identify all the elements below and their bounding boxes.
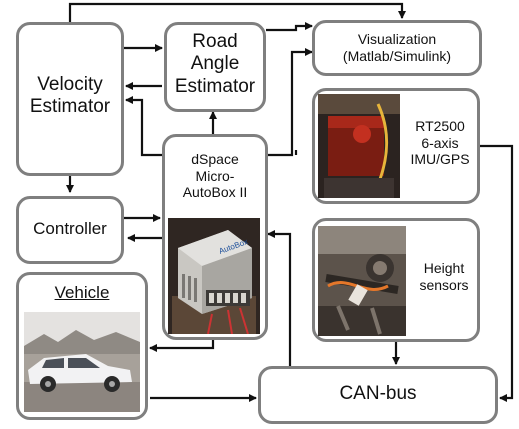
visualization-label: Visualization (Matlab/Simulink) — [342, 31, 452, 64]
arrow-velocity-to-visualization — [68, 2, 406, 22]
arrow-dspace-to-vehicle — [149, 340, 215, 352]
road-angle-estimator-label: Road Angle Estimator — [174, 31, 256, 97]
height-sensors-label: Height sensors — [419, 260, 469, 293]
rt2500-label: RT2500 6-axis IMU/GPS — [410, 118, 470, 168]
controller-label: Controller — [33, 219, 107, 238]
vehicle-photo — [24, 312, 140, 412]
arrow-dspace-to-velocity — [125, 96, 162, 157]
dspace-hardware-photo: AutoBox — [168, 218, 260, 334]
rt2500-photo — [318, 94, 400, 198]
road-angle-estimator-block — [164, 22, 266, 112]
can-bus-block — [258, 366, 498, 424]
arrow-rt2500-to-canbus — [478, 144, 514, 402]
velocity-estimator-label: Velocity Estimator — [29, 74, 111, 118]
arrow-dspace-to-visualization — [266, 48, 313, 157]
vehicle-label: Vehicle — [54, 283, 110, 302]
height-sensors-photo — [318, 226, 406, 336]
velocity-estimator-block — [16, 22, 124, 176]
can-bus-label: CAN-bus — [339, 383, 417, 404]
dspace-label: dSpace Micro- AutoBox II — [182, 151, 248, 201]
controller-block — [16, 196, 124, 264]
arrow-road-angle-to-visualization — [266, 22, 313, 32]
visualization-block — [312, 20, 482, 76]
